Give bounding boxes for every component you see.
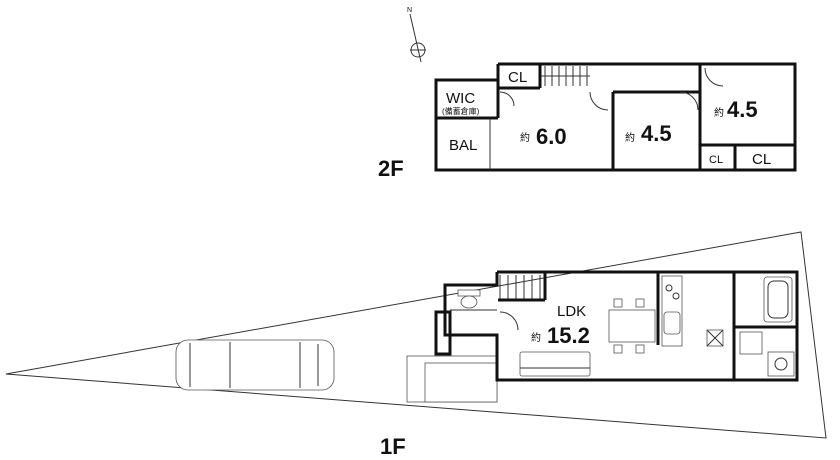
room2-size: 4.5 (641, 121, 672, 146)
room2-prefix: 約 (625, 131, 635, 144)
washing-machine-icon (739, 331, 763, 355)
site-boundary (5, 231, 827, 439)
ldk-prefix: 約 (531, 331, 541, 344)
dining-table-icon (608, 298, 656, 354)
room1-prefix: 約 (520, 131, 530, 144)
door-swing (679, 91, 699, 111)
floor-2f-label: 2F (378, 156, 404, 181)
floor-1f-label: 1F (380, 434, 406, 459)
sofa-icon (519, 351, 591, 377)
wic-sub-label: (備蓄倉庫) (442, 106, 480, 116)
door-swing (704, 67, 724, 87)
compass-needle (409, 13, 422, 63)
ldk-size: 15.2 (547, 323, 590, 348)
kitchen-counter (661, 275, 683, 347)
bathtub-icon (763, 276, 793, 323)
door-swing (499, 311, 519, 331)
car-icon (175, 339, 335, 391)
floor-2f-plan: WIC (備蓄倉庫) CL BAL 約 6.0 約 4.5 約 4.5 CL C… (378, 62, 797, 181)
bal-label: BAL (449, 137, 477, 154)
cl-top-label: CL (508, 69, 527, 86)
compass: N (407, 7, 426, 63)
room3-prefix: 約 (714, 106, 724, 119)
cl-right-label: CL (752, 151, 771, 168)
floor-1f-plan: LDK 約 15.2 1F (5, 231, 827, 459)
north-label: N (407, 7, 412, 14)
ldk-label: LDK (557, 303, 586, 320)
1f-stairs (498, 272, 547, 302)
room3-size: 4.5 (727, 97, 758, 122)
2f-stairs (541, 66, 590, 86)
cl-small-label: CL (709, 154, 723, 166)
washbasin-icon (767, 351, 795, 377)
wic-label: WIC (446, 90, 475, 107)
door-swing (499, 91, 515, 107)
room1-size: 6.0 (536, 124, 567, 149)
door-swing (589, 91, 609, 111)
toilet-icon (457, 289, 481, 309)
